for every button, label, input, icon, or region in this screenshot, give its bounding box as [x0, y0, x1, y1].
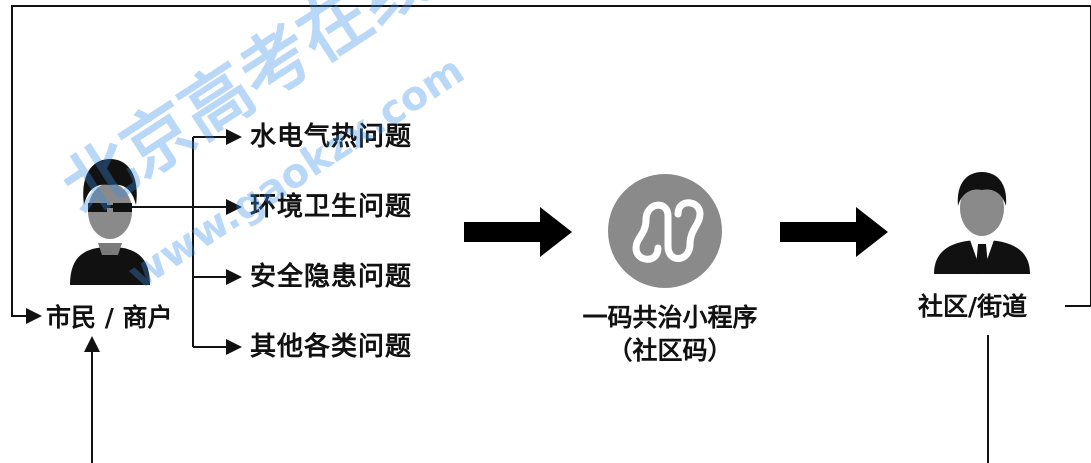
issue-item: 水电气热问题: [250, 122, 413, 152]
platform-label: 一码共治小程序 （社区码）: [560, 305, 780, 363]
citizen-person-icon: [70, 159, 150, 285]
issue-item: 其他各类问题: [250, 332, 413, 362]
issue-item: 安全隐患问题: [250, 262, 413, 292]
big-arrow-1: [464, 207, 572, 257]
platform-line1: 一码共治小程序: [582, 303, 758, 332]
platform-line2: （社区码）: [607, 336, 733, 365]
big-arrow-2: [780, 207, 888, 257]
community-label: 社区/街道: [918, 292, 1028, 321]
issue-item: 环境卫生问题: [250, 192, 413, 222]
official-person-icon: [934, 172, 1030, 274]
top-loop-line: [11, 5, 1091, 324]
mini-program-icon: [608, 174, 722, 288]
citizen-label: 市民 / 商户: [46, 303, 173, 332]
